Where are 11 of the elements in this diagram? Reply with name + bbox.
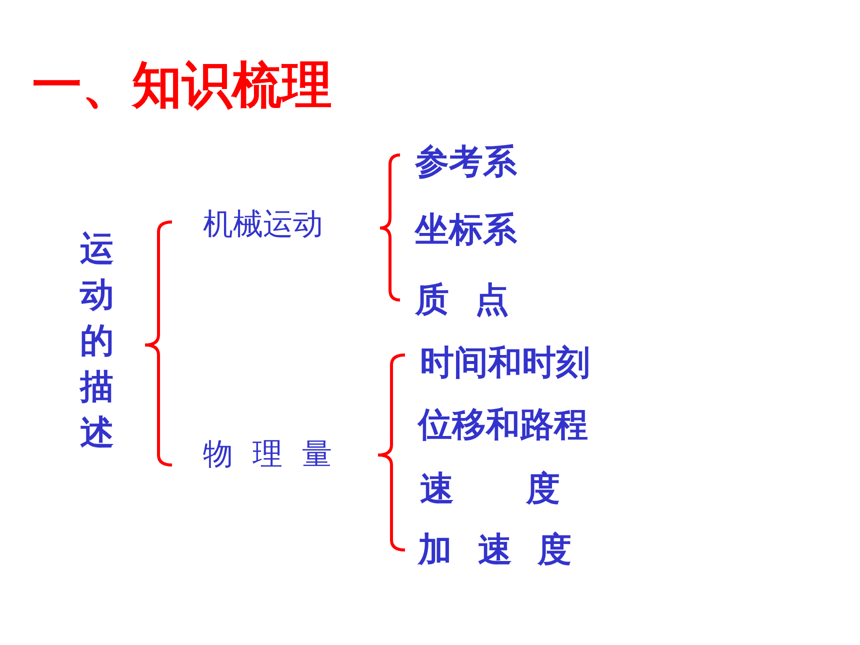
item-label: 时间和时刻 (420, 346, 590, 380)
category-label: 物 理 量 (203, 440, 332, 470)
item-label: 位移和路程 (418, 408, 588, 442)
item-label: 速 度 (420, 472, 560, 506)
topic-label: 运动的描述 (80, 228, 115, 455)
item-label: 坐标系 (415, 213, 517, 247)
item-label: 加 速 度 (418, 533, 572, 567)
heading: 一、知识梳理 (32, 60, 332, 110)
category-label: 机械运动 (203, 210, 323, 240)
item-label: 参考系 (415, 145, 517, 179)
item-label: 质 点 (415, 283, 509, 317)
